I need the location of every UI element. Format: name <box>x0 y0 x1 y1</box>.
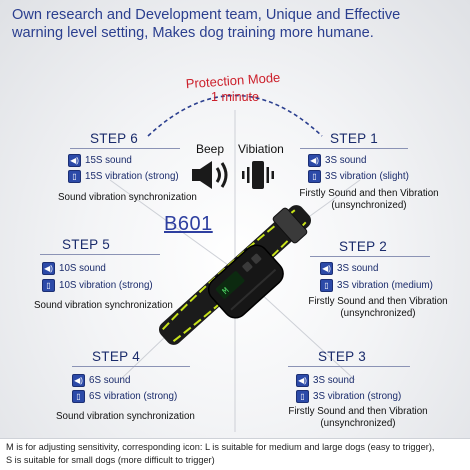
step-2-sound: ◀) 3S sound <box>320 262 378 275</box>
speaker-icon: ◀) <box>72 374 85 387</box>
model-number: B601 <box>164 213 213 235</box>
step-5-vibration: ▯ 10S vibration (strong) <box>42 279 153 292</box>
vibration-icon: ▯ <box>72 390 85 403</box>
divider <box>40 254 160 255</box>
step-1-sound: ◀) 3S sound <box>308 154 366 167</box>
device-display: M <box>221 286 232 297</box>
step-2-note-2: (unsynchronized) <box>340 308 416 319</box>
step-6-sound: ◀) 15S sound <box>68 154 132 167</box>
step-5-sound: ◀) 10S sound <box>42 262 106 275</box>
step-1-note: Firstly Sound and then Vibration <box>299 188 439 199</box>
headline-line-1: Own research and Development team, Uniqu… <box>12 7 401 23</box>
speaker-icon: ◀) <box>308 154 321 167</box>
step-3-note: Firstly Sound and then Vibration <box>288 406 428 417</box>
divider <box>72 366 190 367</box>
speaker-icon <box>192 161 228 189</box>
step-1-note-2: (unsynchronized) <box>331 200 407 211</box>
step-2-note: Firstly Sound and then Vibration <box>308 296 448 307</box>
protection-arc <box>147 94 323 137</box>
step-3-sound: ◀) 3S sound <box>296 374 354 387</box>
step-3-vibration: ▯ 3S vibration (strong) <box>296 390 401 403</box>
beep-label: Beep <box>196 142 225 156</box>
vibration-icon: ▯ <box>308 170 321 183</box>
step-4-title: STEP 4 <box>92 349 141 364</box>
step-6-note: Sound vibration synchronization <box>58 192 197 203</box>
step-4-note: Sound vibration synchronization <box>56 411 195 422</box>
footer-line-1: M is for adjusting sensitivity, correspo… <box>6 442 435 452</box>
step-2-vibration: ▯ 3S vibration (medium) <box>320 279 433 292</box>
vibration-icon: ▯ <box>42 279 55 292</box>
step-2-title: STEP 2 <box>339 239 388 254</box>
step-5-title: STEP 5 <box>62 237 111 252</box>
step-5-note: Sound vibration synchronization <box>34 300 173 311</box>
divider <box>310 256 430 257</box>
step-4-vibration: ▯ 6S vibration (strong) <box>72 390 177 403</box>
footer-line-2: S is suitable for small dogs (more diffi… <box>6 455 215 465</box>
divider <box>300 148 408 149</box>
protection-mode-duration: 1 minute <box>211 90 259 104</box>
step-4-sound: ◀) 6S sound <box>72 374 130 387</box>
divider <box>70 148 180 149</box>
speaker-icon: ◀) <box>42 262 55 275</box>
step-1-title: STEP 1 <box>330 131 379 146</box>
headline: Own research and Development team, Uniqu… <box>12 6 460 42</box>
vibration-icon <box>242 161 274 189</box>
headline-line-2: warning level setting, Makes dog trainin… <box>12 25 374 41</box>
speaker-icon: ◀) <box>68 154 81 167</box>
speaker-icon: ◀) <box>320 262 333 275</box>
speaker-icon: ◀) <box>296 374 309 387</box>
vibration-icon: ▯ <box>68 170 81 183</box>
step-3-note-2: (unsynchronized) <box>320 418 396 429</box>
vibration-icon: ▯ <box>296 390 309 403</box>
vibration-label: Vibiation <box>238 142 284 156</box>
vibration-icon: ▯ <box>320 279 333 292</box>
step-6-vibration: ▯ 15S vibration (strong) <box>68 170 179 183</box>
step-3-title: STEP 3 <box>318 349 367 364</box>
step-1-vibration: ▯ 3S vibration (slight) <box>308 170 409 183</box>
divider <box>288 366 410 367</box>
footer-note: M is for adjusting sensitivity, correspo… <box>0 438 470 470</box>
step-6-title: STEP 6 <box>90 131 139 146</box>
dog-collar-image: M <box>159 205 311 345</box>
